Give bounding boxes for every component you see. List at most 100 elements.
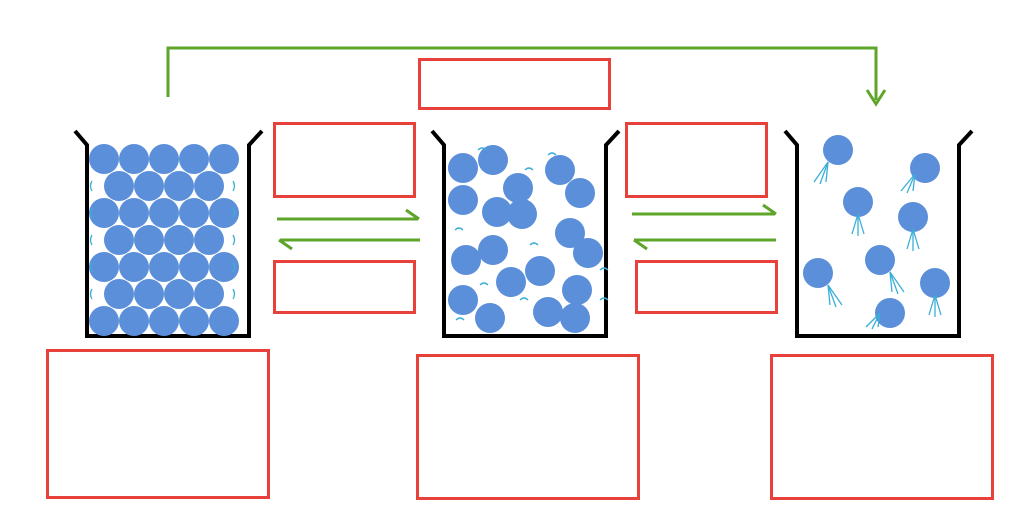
trail-mark (877, 312, 881, 328)
motion-mark (455, 317, 465, 321)
liquid-particle (555, 218, 585, 248)
solid-particle (134, 225, 164, 255)
solid-particle (149, 144, 179, 174)
solid-particle (209, 144, 239, 174)
trail-mark (851, 213, 859, 235)
condensation-label-box[interactable] (635, 260, 778, 314)
gas-particle (920, 268, 950, 298)
trail-mark (889, 271, 905, 293)
trail-mark (871, 312, 881, 330)
liquid-particle (496, 267, 526, 297)
liquid-particle (448, 285, 478, 315)
solid-label-box[interactable] (46, 349, 270, 499)
trail-mark (857, 213, 865, 235)
motion-mark (519, 297, 529, 301)
solid-particle (209, 252, 239, 282)
liquid-particle (545, 155, 575, 185)
gas-particle (875, 298, 905, 328)
evaporation-arrowhead (762, 203, 777, 216)
trail-mark (900, 173, 916, 192)
trail-mark (813, 161, 829, 183)
liquid-particle (503, 173, 533, 203)
solid-particle (89, 198, 119, 228)
solid-particle (149, 306, 179, 336)
evaporation-label-box[interactable] (625, 122, 768, 198)
solid-particle (119, 306, 149, 336)
gas-label-box[interactable] (770, 354, 994, 500)
solid-particle (209, 198, 239, 228)
solid-particle (89, 306, 119, 336)
freezing-label-box[interactable] (273, 260, 416, 314)
liquid-particle (478, 235, 508, 265)
vibration-mark (89, 234, 93, 246)
sublimation-arrow (166, 46, 878, 100)
solid-particle (164, 279, 194, 309)
liquid-particle (448, 185, 478, 215)
vibration-mark (89, 180, 93, 192)
liquid-particle (562, 275, 592, 305)
solid-particle (119, 144, 149, 174)
solid-particle (194, 171, 224, 201)
motion-mark (479, 282, 489, 286)
trail-mark (912, 228, 920, 250)
gas-particle (823, 135, 853, 165)
liquid-beaker (430, 129, 621, 338)
melting-label-box[interactable] (273, 122, 416, 198)
trail-mark (827, 284, 837, 308)
liquid-particle (565, 178, 595, 208)
trail-mark (889, 271, 893, 293)
liquid-particle (560, 303, 590, 333)
gas-particle (843, 187, 873, 217)
motion-mark (524, 167, 534, 171)
trail-mark (906, 173, 916, 194)
freezing-arrowhead (278, 238, 293, 251)
vibration-mark (89, 207, 93, 219)
gas-particle (898, 202, 928, 232)
vibration-mark (232, 261, 236, 273)
vibration-mark (232, 180, 236, 192)
melting-arrowhead (405, 208, 420, 221)
condensation-arrowhead (633, 238, 648, 251)
liquid-particle (448, 153, 478, 183)
trail-mark (934, 294, 942, 316)
liquid-particle (451, 245, 481, 275)
vibration-mark (89, 288, 93, 300)
solid-particle (179, 252, 209, 282)
vibration-mark (232, 234, 236, 246)
sublimation-arrowhead (865, 89, 887, 107)
solid-particle (179, 198, 209, 228)
trail-mark (825, 161, 829, 183)
trail-mark (928, 294, 936, 316)
solid-particle (119, 198, 149, 228)
gas-particle (910, 153, 940, 183)
solid-beaker (73, 129, 264, 338)
sublimation-label-box[interactable] (418, 58, 611, 110)
solid-particle (134, 171, 164, 201)
liquid-particle (507, 199, 537, 229)
solid-particle (209, 306, 239, 336)
solid-particle (104, 279, 134, 309)
liquid-particle (475, 303, 505, 333)
motion-mark (477, 147, 487, 151)
solid-particle (179, 306, 209, 336)
trail-mark (889, 271, 899, 295)
liquid-label-box[interactable] (416, 354, 640, 500)
gas-particle (865, 245, 895, 275)
motion-mark (529, 242, 539, 246)
particles-layer (89, 135, 950, 336)
liquid-particle (478, 145, 508, 175)
liquid-particle (525, 256, 555, 286)
solid-particle (194, 279, 224, 309)
solid-particle (164, 171, 194, 201)
solid-particle (194, 225, 224, 255)
solid-particle (89, 144, 119, 174)
solid-particle (164, 225, 194, 255)
trail-mark (865, 312, 881, 328)
solid-particle (149, 252, 179, 282)
vibration-mark (89, 261, 93, 273)
motion-mark (547, 152, 557, 156)
solid-particle (104, 225, 134, 255)
solid-particle (119, 252, 149, 282)
solid-particle (104, 171, 134, 201)
liquid-particle (533, 297, 563, 327)
